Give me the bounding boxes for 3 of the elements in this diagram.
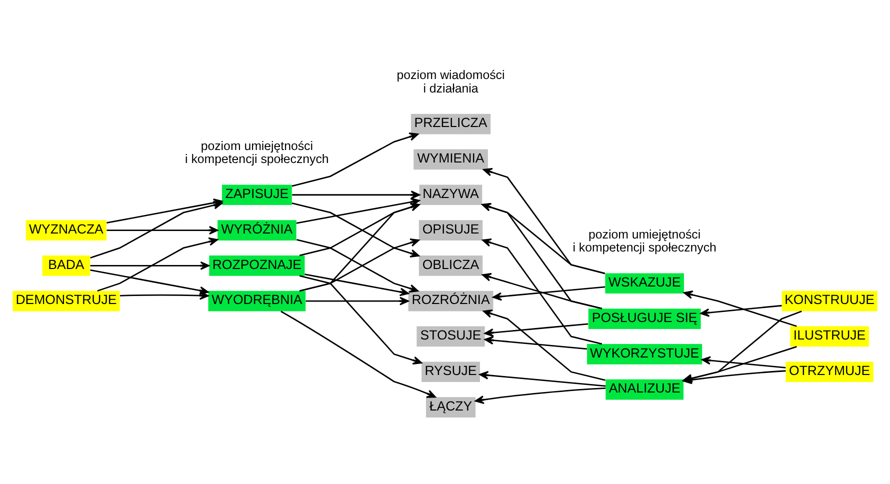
label: poziom wiadomości i działania — [396, 68, 505, 96]
label: poziom umiejętności i kompetencji społecznych — [572, 227, 716, 255]
label: poziom umiejętności i kompetencji społecznych — [185, 138, 329, 166]
